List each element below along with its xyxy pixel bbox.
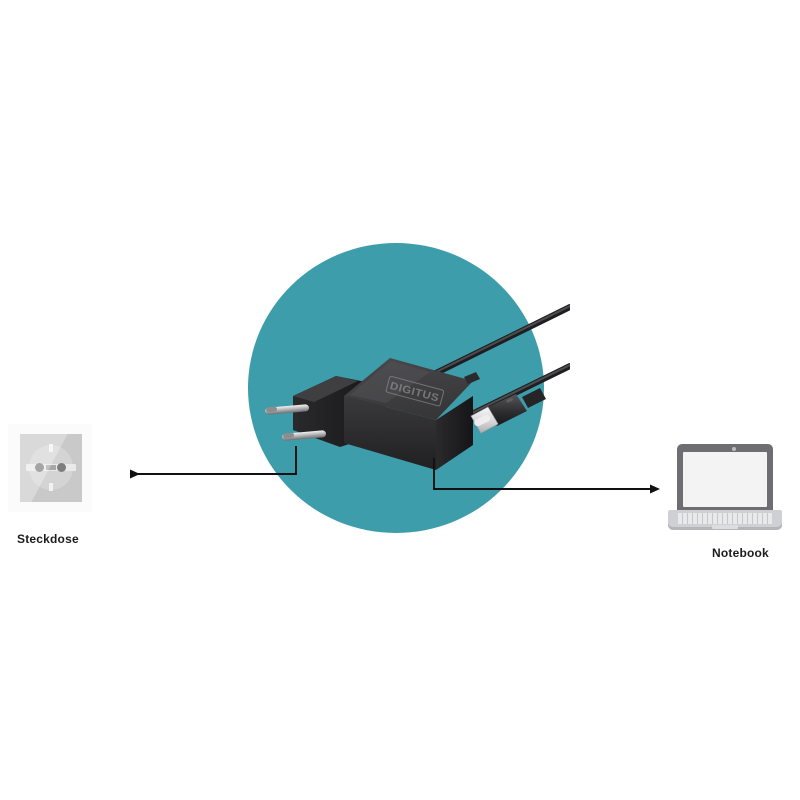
usb-c-connector [470, 388, 546, 434]
laptop-icon [668, 444, 782, 536]
label-steckdose: Steckdose [17, 532, 79, 546]
socket-center-mark [46, 465, 56, 470]
webcam-icon [732, 447, 736, 451]
adapter-cable-upper [429, 304, 573, 378]
label-notebook: Notebook [712, 546, 769, 560]
socket-earth-clip-top [49, 444, 53, 452]
laptop-screen [683, 452, 767, 507]
usb-c-power-adapter-illustration: DIGITUS [240, 280, 573, 480]
adapter-cable-lower [469, 363, 573, 417]
socket-pin-hole-left [35, 463, 44, 472]
adapter-front-face [344, 396, 436, 470]
laptop-keyboard [678, 513, 772, 524]
socket-earth-clip-bottom [49, 483, 53, 491]
adapter-svg: DIGITUS [265, 304, 573, 470]
power-socket-icon [8, 424, 92, 512]
laptop-touchpad [712, 525, 738, 529]
socket-pin-hole-right [57, 463, 66, 472]
adapter-side-face [436, 396, 473, 470]
